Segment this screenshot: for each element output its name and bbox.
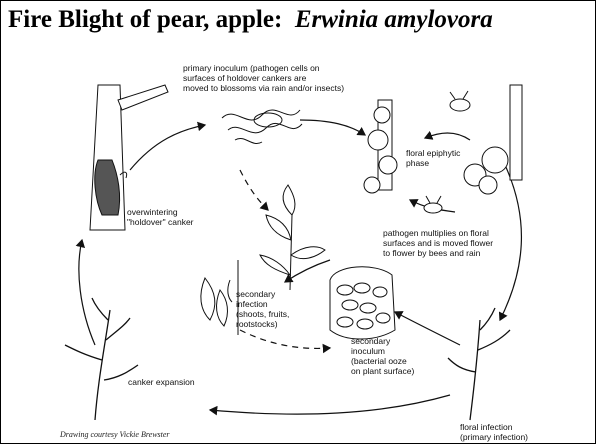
arrow-expansion-to-overwinter <box>79 240 95 345</box>
arrow-floral-to-canker <box>210 395 450 414</box>
label-secondary-inoculum: secondary inoculum (bacterial ooze on pl… <box>351 336 414 376</box>
arrow-dashed-inoculum-to-shoot <box>240 170 268 210</box>
shoot-illustration <box>260 185 325 290</box>
ooze-tissue-illustration <box>330 267 395 339</box>
arrow-multiply-to-floral-infection <box>500 165 521 320</box>
arrow-ooze-to-infection <box>285 260 330 282</box>
label-canker-expansion: canker expansion <box>128 377 195 387</box>
arrow-bee-to-flowers <box>425 133 470 140</box>
label-floral-infection: floral infection (primary infection) <box>460 422 528 442</box>
flower-cluster-illustration <box>364 85 522 194</box>
label-overwintering: overwintering "holdover" canker <box>127 207 194 227</box>
floral-infection-illustration <box>448 308 510 420</box>
wilted-fruit-illustration <box>201 260 238 335</box>
arrow-inoculum-to-flowers <box>300 120 365 135</box>
rain-squiggle-illustration <box>222 110 302 144</box>
label-pathogen-multiplies: pathogen multiplies on floral surfaces a… <box>383 228 493 258</box>
label-secondary-infection: secondary infection (shoots, fruits, roo… <box>236 289 289 329</box>
label-primary-inoculum: primary inoculum (pathogen cells on surf… <box>183 63 344 93</box>
arrow-canker-to-inoculum <box>130 125 205 170</box>
canker-expansion-illustration <box>65 298 138 420</box>
arrow-dashed-shoot-to-ooze <box>240 330 330 348</box>
drawing-credit: Drawing courtesy Vickie Brewster <box>60 430 170 439</box>
label-floral-epiphytic: floral epiphytic phase <box>406 148 460 168</box>
